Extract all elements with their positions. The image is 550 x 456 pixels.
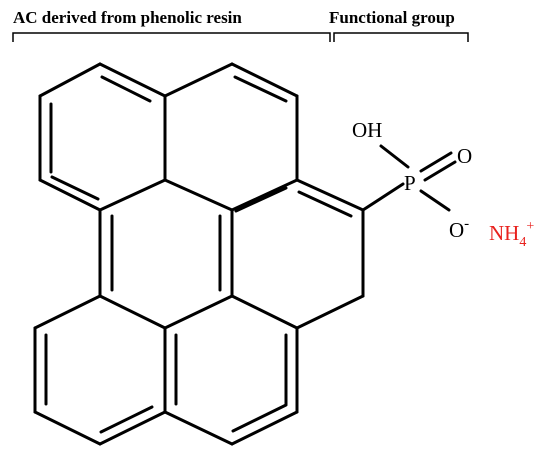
header-functional-group-label: Functional group — [329, 8, 455, 27]
p-o-single-bond — [419, 189, 451, 212]
bracket-ac — [12, 32, 331, 42]
c-p-bond — [361, 182, 405, 212]
oxide-oxygen-symbol: O — [449, 218, 464, 242]
ammonium-charge: + — [526, 219, 534, 234]
carbon-skeleton — [33, 62, 365, 446]
ammonium-subscript: 4 — [519, 235, 526, 250]
phosphonate-group — [361, 144, 457, 212]
header-ac-label: AC derived from phenolic resin — [13, 8, 242, 27]
ammonium-counterion: NH4+ — [489, 219, 534, 250]
p-o-double-bond-inner — [423, 160, 457, 182]
double-bonds — [44, 75, 353, 434]
oxide-charge: - — [464, 216, 469, 232]
phosphorus-label: P — [404, 171, 416, 195]
oxo-oxygen-label: O — [457, 144, 472, 168]
p-o-double-bond-outer — [419, 151, 453, 173]
bracket-functional-group — [333, 32, 469, 42]
ammonium-base: NH — [489, 221, 519, 245]
oxide-oxygen-label: O- — [449, 216, 469, 242]
hydroxyl-label: OH — [352, 118, 382, 142]
p-oh-bond — [379, 144, 410, 169]
